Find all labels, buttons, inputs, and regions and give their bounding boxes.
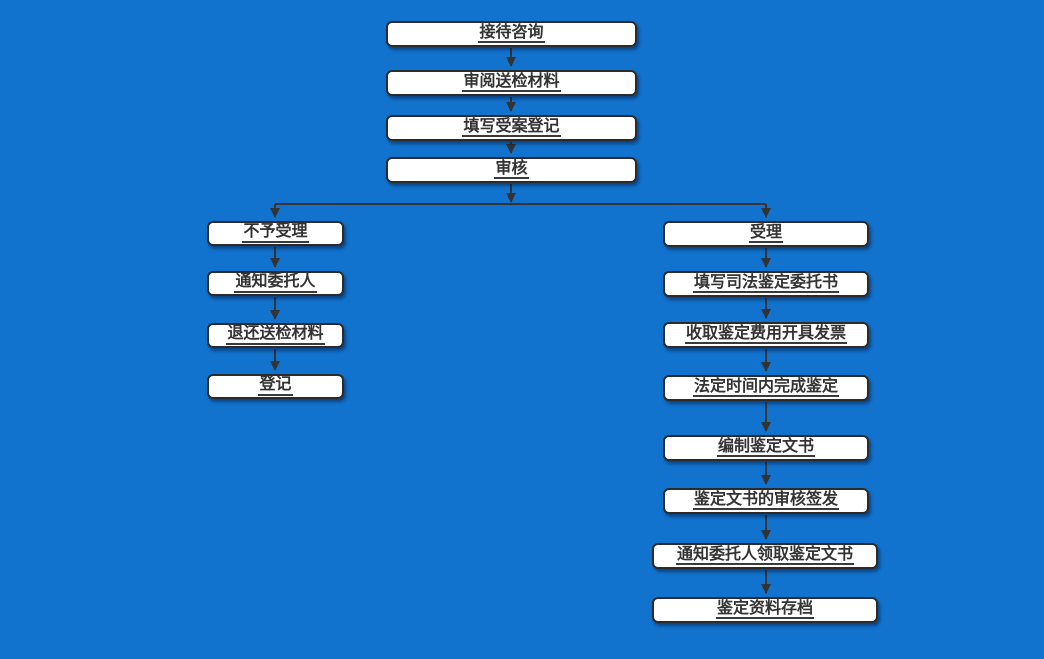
flow-node-label: 填写受案登记 [462, 118, 561, 138]
flow-node-label: 审核 [494, 160, 529, 180]
flow-node-notify-pickup: 通知委托人领取鉴定文书 [652, 543, 878, 569]
flow-node-complete-appraisal: 法定时间内完成鉴定 [663, 375, 869, 401]
flow-node-case-registration: 填写受案登记 [386, 115, 637, 141]
flow-node-audit: 审核 [386, 157, 637, 183]
flow-node-label: 通知委托人领取鉴定文书 [675, 546, 854, 566]
flow-node-accept: 受理 [663, 221, 869, 247]
flow-node-label: 退还送检材料 [226, 325, 325, 345]
flow-node-review-materials: 审阅送检材料 [386, 70, 637, 96]
flow-node-label: 通知委托人 [234, 273, 317, 293]
flow-node-label: 法定时间内完成鉴定 [692, 378, 839, 398]
flow-node-label: 收取鉴定费用开具发票 [684, 325, 847, 345]
flow-node-label: 审阅送检材料 [462, 73, 561, 93]
flow-node-notify-client: 通知委托人 [207, 271, 344, 296]
flow-node-label: 编制鉴定文书 [716, 438, 815, 458]
flow-node-register: 登记 [207, 374, 344, 399]
flow-node-prepare-documents: 编制鉴定文书 [663, 435, 869, 461]
flow-node-archive: 鉴定资料存档 [652, 597, 878, 623]
flow-node-label: 填写司法鉴定委托书 [692, 274, 839, 294]
flow-node-label: 接待咨询 [478, 24, 545, 44]
flow-node-return-materials: 退还送检材料 [207, 323, 344, 348]
flow-node-collect-fees: 收取鉴定费用开具发票 [663, 322, 869, 348]
flow-node-not-accepted: 不予受理 [207, 221, 344, 246]
flow-node-label: 登记 [258, 376, 293, 396]
flow-node-entrustment-letter: 填写司法鉴定委托书 [663, 271, 869, 297]
flow-node-review-sign: 鉴定文书的审核签发 [663, 488, 869, 514]
flow-node-label: 不予受理 [242, 223, 309, 243]
flow-node-label: 受理 [748, 224, 783, 244]
flow-node-label: 鉴定资料存档 [715, 600, 814, 620]
flow-node-label: 鉴定文书的审核签发 [692, 491, 839, 511]
flow-node-reception: 接待咨询 [386, 21, 637, 47]
